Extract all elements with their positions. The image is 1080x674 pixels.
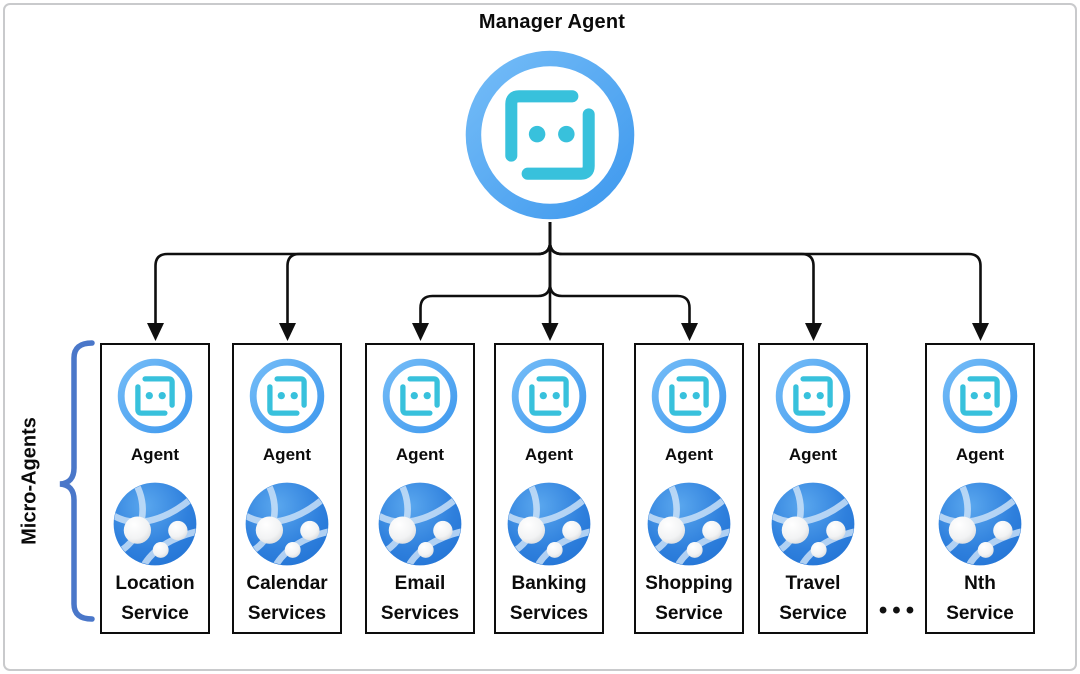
globe-network-icon (376, 480, 464, 568)
agent-label: Agent (524, 445, 574, 464)
connector-manager-to-nth (548, 222, 982, 324)
connector-manager-to-calendar (286, 222, 552, 324)
arrowhead-icon (805, 323, 822, 341)
micro-agent-box-banking: Agent Banking Services (494, 343, 604, 634)
agent-bot-face-icon (775, 358, 851, 434)
service-label: Location Service (115, 573, 195, 624)
globe-network-icon (936, 480, 1024, 568)
agent-label: Agent (130, 445, 180, 464)
micro-agent-box-email: Agent Email Services (365, 343, 475, 634)
arrowhead-icon (681, 323, 698, 341)
connector-manager-to-email (419, 222, 552, 324)
ellipsis-dots: ••• (878, 597, 920, 624)
arrowhead-icon (412, 323, 429, 341)
globe-network-icon (769, 480, 857, 568)
service-label: Banking Services (509, 573, 589, 624)
agent-bot-face-icon (249, 358, 325, 434)
micro-agents-group-label: Micro-Agents (18, 417, 41, 545)
service-label: Nth Service (946, 573, 1014, 624)
micro-agent-box-location: Agent Location Service (100, 343, 210, 634)
agent-bot-face-icon (382, 358, 458, 434)
micro-agent-box-shopping: Agent Shopping Service (634, 343, 744, 634)
agent-label: Agent (262, 445, 312, 464)
arrowhead-icon (972, 323, 989, 341)
arrowhead-icon (541, 323, 559, 341)
arrowhead-icon (147, 323, 164, 341)
agent-label: Agent (955, 445, 1005, 464)
agent-bot-face-icon (117, 358, 193, 434)
service-label: Calendar Services (246, 573, 328, 624)
agent-label: Agent (664, 445, 714, 464)
micro-agent-box-travel: Agent Travel Service (758, 343, 868, 634)
connector-manager-to-travel (548, 222, 815, 324)
service-label: Travel Service (779, 573, 847, 624)
agent-label: Agent (395, 445, 445, 464)
connector-manager-to-shopping (548, 222, 691, 324)
globe-network-icon (505, 480, 593, 568)
globe-network-icon (111, 480, 199, 568)
service-label: Shopping Service (645, 573, 733, 624)
agent-bot-face-icon (942, 358, 1018, 434)
connector-manager-to-location (154, 222, 552, 324)
globe-network-icon (243, 480, 331, 568)
manager-agent-title: Manager Agent (478, 11, 626, 33)
micro-agent-box-calendar: Agent Calendar Services (232, 343, 342, 634)
agent-bot-face-icon (651, 358, 727, 434)
micro-agent-box-nth: Agent Nth Service (925, 343, 1035, 634)
globe-network-icon (645, 480, 733, 568)
arrowhead-icon (279, 323, 296, 341)
service-label: Email Services (380, 573, 460, 624)
agent-bot-face-icon (511, 358, 587, 434)
agent-label: Agent (788, 445, 838, 464)
